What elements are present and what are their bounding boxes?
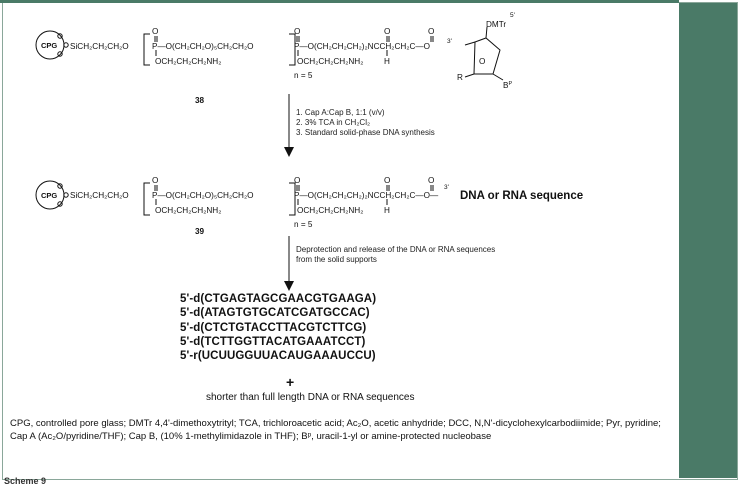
reagent-line: 3. Standard solid-phase DNA synthesis	[296, 128, 435, 137]
top-accent-strip	[0, 0, 679, 3]
r-label: R	[457, 73, 463, 82]
atom-o: O	[384, 176, 390, 185]
phosphate-linker-38: P—O(CH₂CH₂O)₅CH₂CH₂O	[152, 42, 254, 51]
bracket-left-38	[143, 33, 150, 66]
sugar-c5-bond	[485, 26, 488, 39]
reagent-line: 1. Cap A:Cap B, 1:1 (v/v)	[296, 108, 385, 117]
atom-h: H	[384, 206, 390, 215]
sugar-base-bond	[492, 73, 504, 81]
sugar-o-bond	[464, 41, 476, 46]
scheme-footer: Scheme 9	[4, 476, 47, 486]
sugar-ring-o: O	[479, 57, 485, 66]
side-accent-bar	[679, 3, 737, 478]
amide-linker-38: P—O(CH₂CH₂CH₂)₂NCCH₂CH₂C—O	[294, 42, 430, 51]
chain-si-38: SiCH₂CH₂CH₂O	[70, 42, 129, 51]
reagent-line: 2. 3% TCA in CH₂Cl₂	[296, 118, 371, 127]
atom-o: O	[428, 27, 434, 36]
atom-o: O	[152, 27, 158, 36]
aminopropyl-38a: OCH₂CH₂CH₂NH₂	[155, 57, 221, 66]
three-prime-label-38: 3'	[447, 38, 452, 45]
atom-o: O	[294, 176, 300, 185]
cpg-label: CPG	[41, 191, 57, 200]
bracket-right-38	[289, 33, 296, 66]
shorter-sequences-text: shorter than full length DNA or RNA sequ…	[206, 392, 415, 403]
sequence-item: 5'-d(ATAGTGTGCATCGATGCCAC)	[180, 307, 370, 320]
aminopropyl-39a: OCH₂CH₂CH₂NH₂	[155, 206, 221, 215]
sequence-item: 5'-d(TCTTGGTTACATGAAATCCT)	[180, 335, 366, 348]
sequence-item: 5'-r(UCUUGGUUACAUGAAAUCCU)	[180, 350, 376, 363]
cpg-o-dot	[63, 42, 69, 48]
three-prime-label-39: 3'	[444, 184, 449, 191]
compound-38-label: 38	[195, 96, 205, 105]
aminopropyl-38b: OCH₂CH₂CH₂NH₂	[297, 57, 363, 66]
atom-o: O	[428, 176, 434, 185]
cpg-o-dot	[63, 192, 69, 198]
atom-o: O	[152, 176, 158, 185]
amide-linker-39: P—O(CH₂CH₂CH₂)₂NCCH₂CH₂C—O—	[294, 191, 439, 200]
reagent-line: Deprotection and release of the DNA or R…	[296, 245, 496, 254]
arrow-head-2	[284, 281, 294, 291]
sequence-list: 5'-d(CTGAGTAGCGAACGTGAAGA) 5'-d(ATAGTGTG…	[180, 292, 376, 363]
arrow-head-1	[284, 147, 294, 157]
figure-caption: CPG, controlled pore glass; DMTr 4,4'-di…	[10, 418, 661, 442]
phosphate-linker-39: P—O(CH₂CH₂O)₅CH₂CH₂O	[152, 191, 254, 200]
five-prime-label: 5'	[510, 12, 515, 19]
dna-rna-label: DNA or RNA sequence	[460, 190, 583, 202]
sequence-item: 5'-d(CTGAGTAGCGAACGTGAAGA)	[180, 293, 377, 305]
n-label-38: n = 5	[294, 71, 313, 80]
figure-frame	[2, 2, 738, 480]
bracket-right-39	[289, 182, 296, 216]
reagent-line: from the solid supports	[296, 255, 377, 264]
bracket-left-39	[143, 182, 150, 216]
atom-o: O	[294, 27, 300, 36]
atom-o: O	[384, 27, 390, 36]
cpg-o-dot	[57, 201, 63, 207]
aminopropyl-39b: OCH₂CH₂CH₂NH₂	[297, 206, 363, 215]
atom-h: H	[384, 57, 390, 66]
sugar-r-bond	[464, 73, 475, 78]
reagents-step1: 1. Cap A:Cap B, 1:1 (v/v) 2. 3% TCA in C…	[296, 108, 435, 138]
cpg-label: CPG	[41, 41, 57, 50]
base-label: BP	[503, 81, 512, 90]
dmtr-label: DMTr	[486, 20, 506, 29]
n-label-39: n = 5	[294, 220, 313, 229]
plus-sign: +	[286, 374, 295, 390]
sugar-ring	[473, 37, 501, 75]
compound-39-label: 39	[195, 227, 205, 236]
reagents-step2: Deprotection and release of the DNA or R…	[296, 245, 495, 265]
sequence-item: 5'-d(CTCTGTACCTTACGTCTTCG)	[180, 321, 367, 334]
cpg-o-dot	[57, 51, 63, 57]
cpg-o-dot	[57, 183, 63, 189]
chain-si-39: SiCH₂CH₂CH₂O	[70, 191, 129, 200]
cpg-o-dot	[57, 33, 63, 39]
